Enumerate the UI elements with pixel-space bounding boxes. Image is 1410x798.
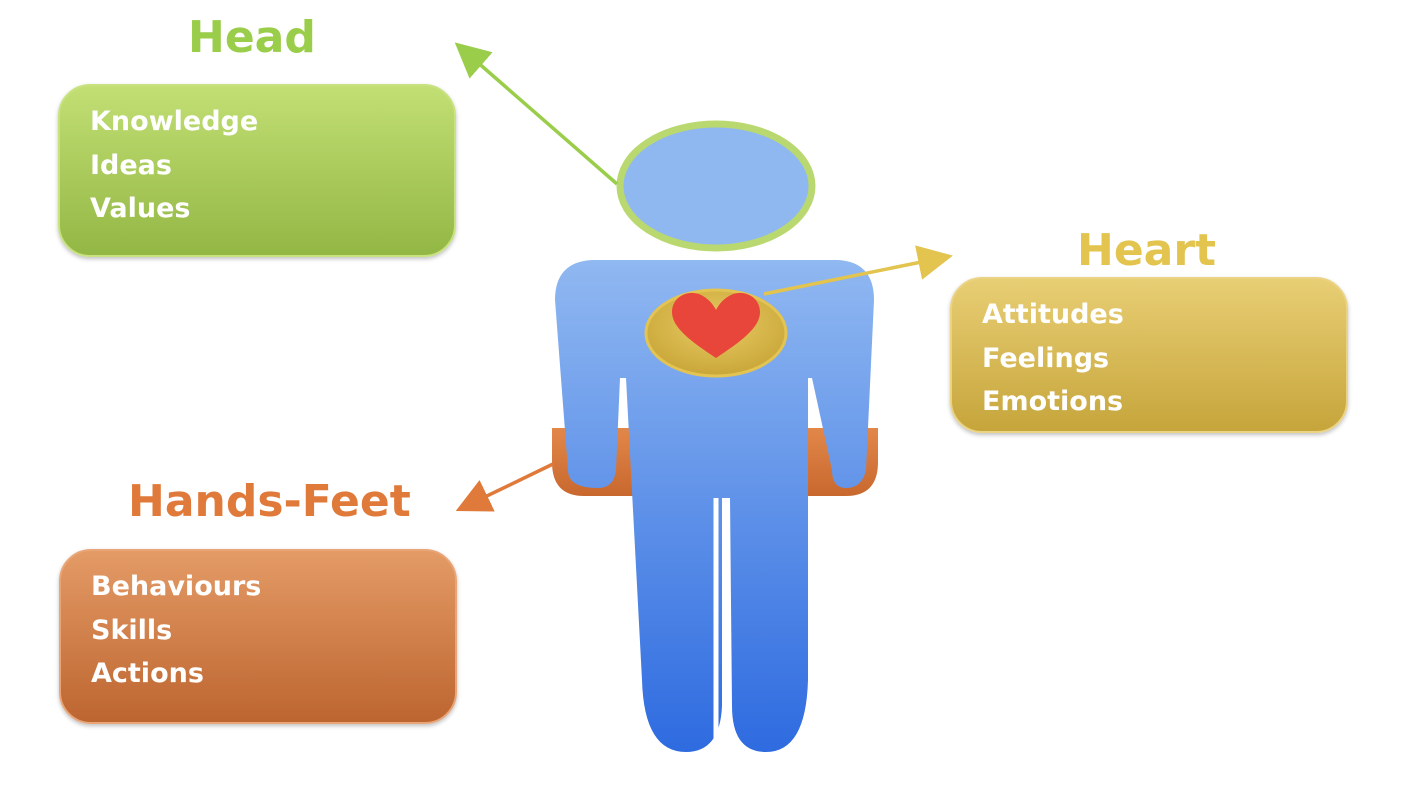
head-title: Head <box>188 12 316 63</box>
heart-list: Attitudes Feelings Emotions <box>982 293 1346 424</box>
hands-feet-item-skills: Skills <box>91 614 173 646</box>
head-list: Knowledge Ideas Values <box>90 100 454 231</box>
head-item-ideas: Ideas <box>90 149 172 181</box>
head-item-knowledge: Knowledge <box>90 106 259 137</box>
heart-arrow-icon <box>763 245 953 296</box>
hands-feet-list: Behaviours Skills Actions <box>91 565 455 696</box>
hands-feet-box: Behaviours Skills Actions <box>59 549 457 724</box>
hands-feet-arrow-icon <box>455 462 554 512</box>
heart-item-attitudes: Attitudes <box>982 299 1124 330</box>
heart-box: Attitudes Feelings Emotions <box>950 277 1348 433</box>
heart-item-feelings: Feelings <box>982 342 1110 374</box>
heart-item-emotions: Emotions <box>982 386 1124 417</box>
head-icon <box>616 120 816 252</box>
head-item-values: Values <box>90 193 191 224</box>
head-arrow-icon <box>454 42 619 186</box>
heart-icon <box>672 292 760 358</box>
hands-feet-item-actions: Actions <box>91 658 204 689</box>
hands-feet-item-behaviours: Behaviours <box>91 571 262 602</box>
heart-title: Heart <box>1077 225 1217 276</box>
hands-feet-title: Hands-Feet <box>128 476 411 527</box>
head-box: Knowledge Ideas Values <box>58 84 456 257</box>
